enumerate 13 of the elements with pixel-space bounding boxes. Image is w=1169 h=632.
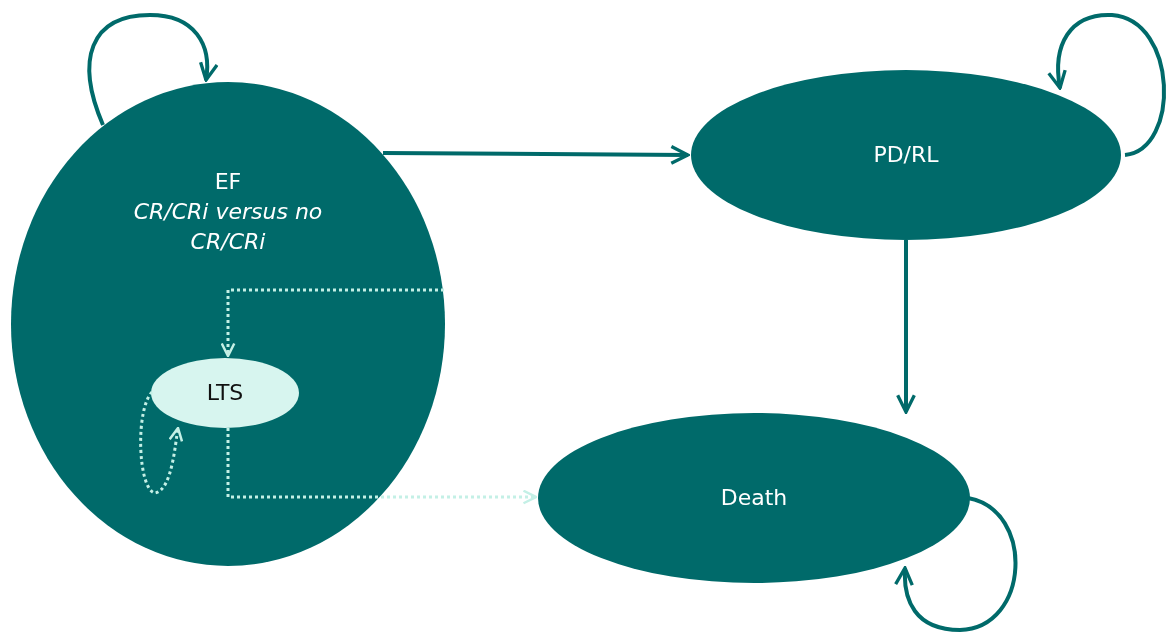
arrow [894,496,1018,632]
arrow [226,428,538,505]
state-name: EF [214,168,242,196]
arrow [87,13,218,126]
arrow [139,391,184,495]
state-description: CR/CRi versus no CR/CRi [132,198,324,256]
state-name: PD/RL [873,141,939,169]
arrow [1047,13,1166,157]
arrow [896,240,916,414]
state-name: Death [720,484,788,512]
state-name: LTS [206,379,244,407]
arrow [220,288,444,358]
arrow [383,144,690,165]
